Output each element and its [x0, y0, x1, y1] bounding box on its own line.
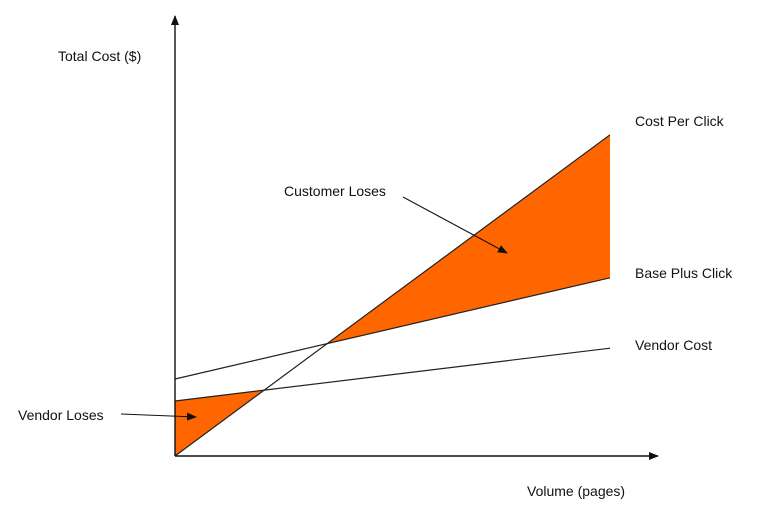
- y-axis-label: Total Cost ($): [58, 48, 141, 64]
- x-axis-label: Volume (pages): [527, 483, 625, 499]
- series-label-base-plus-click: Base Plus Click: [635, 265, 733, 281]
- annotation-arrow-vendor-loses: [120, 412, 197, 421]
- series-label-vendor-cost: Vendor Cost: [635, 337, 712, 353]
- series-label-cost-per-click: Cost Per Click: [635, 113, 725, 129]
- annotation-customer-loses: Customer Loses: [284, 183, 386, 199]
- vendor-cost-line: [174, 347, 611, 402]
- annotation-arrow-customer-loses: [402, 196, 508, 254]
- cost-per-click-line: [174, 134, 611, 457]
- base-plus-click-line: [174, 277, 611, 380]
- annotation-vendor-loses: Vendor Loses: [18, 407, 104, 423]
